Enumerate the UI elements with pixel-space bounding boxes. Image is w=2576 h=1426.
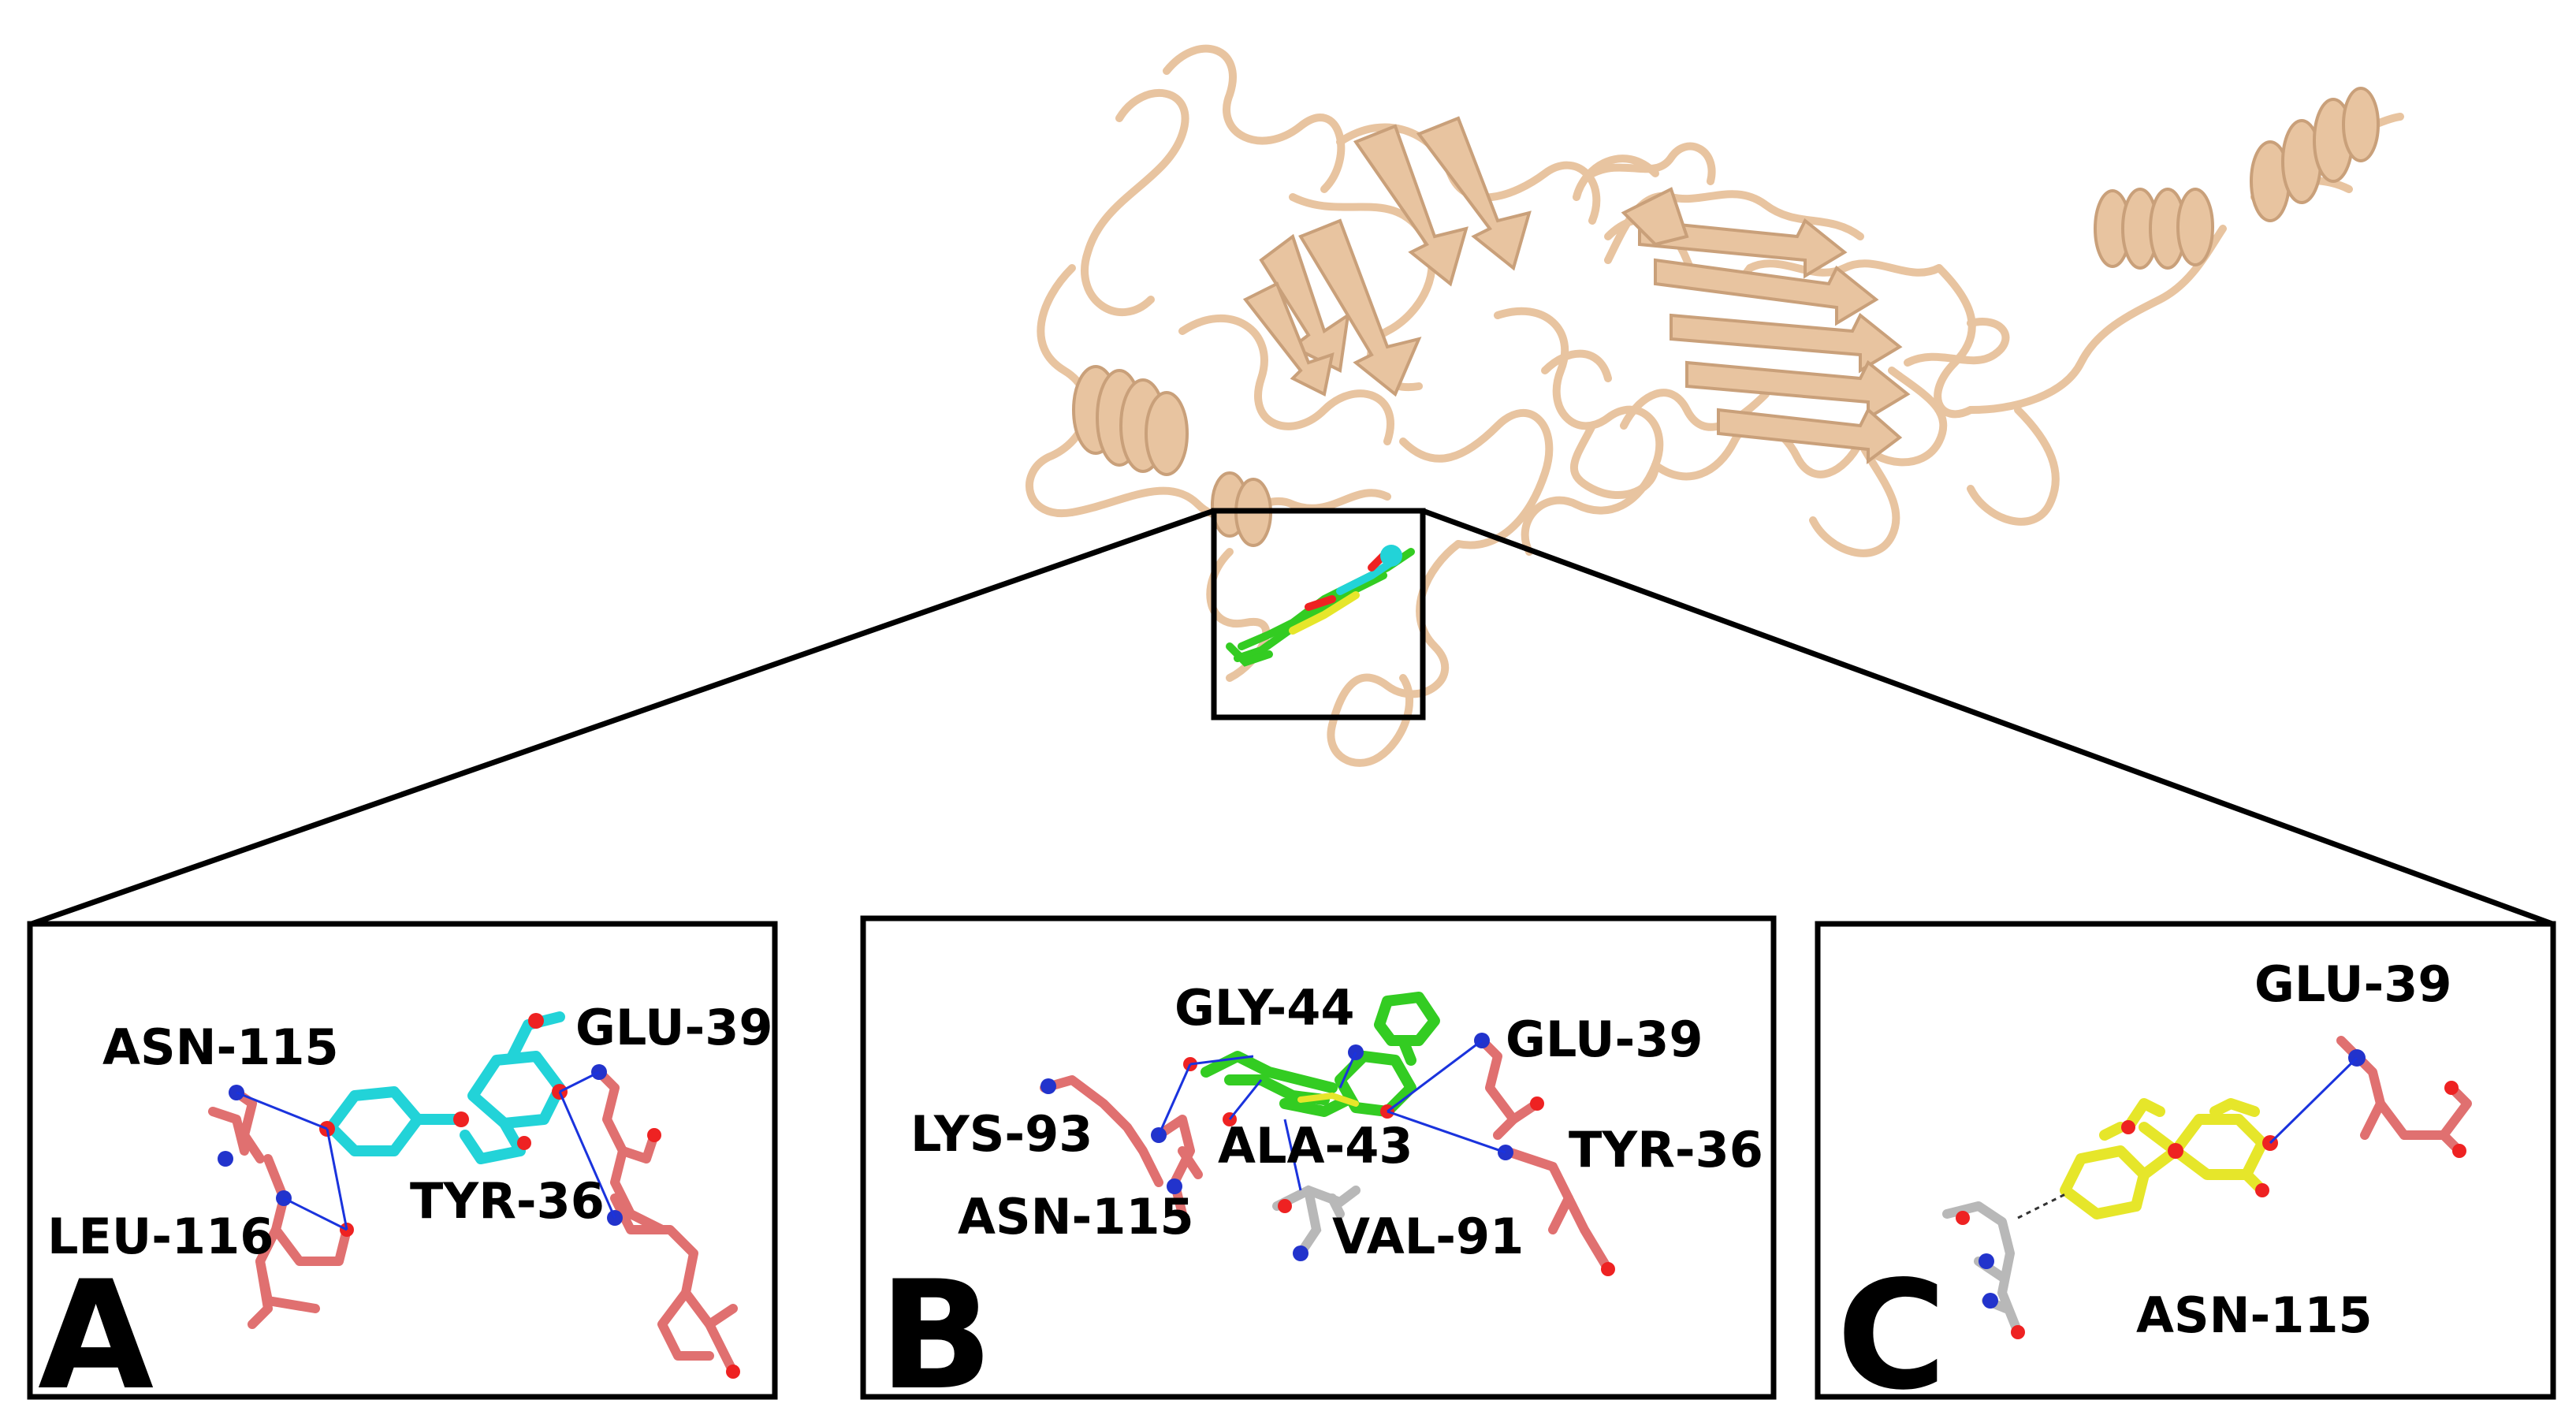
panel-b: GLY-44 GLU-39 LYS-93 ALA-43 TYR-36 ASN-1… — [860, 915, 1777, 1423]
panel-b-residue-label: GLY-44 — [1174, 979, 1355, 1037]
panel-a-residue-label: GLU-39 — [575, 999, 773, 1056]
panel-c-residue-label: GLU-39 — [2254, 955, 2452, 1013]
callout-line-left — [30, 508, 1215, 927]
zoom-region — [30, 508, 2554, 927]
panel-b-ligand-overlay — [1297, 1092, 1359, 1107]
panel-b-residue-label: LYS-93 — [910, 1105, 1093, 1163]
panel-b-letter: B — [879, 1249, 993, 1423]
panel-a-residue-label: ASN-115 — [102, 1018, 339, 1076]
panel-a: ASN-115 GLU-39 LEU-116 TYR-36 A — [27, 921, 778, 1423]
callout-line-right — [1421, 508, 2554, 927]
panel-b-residue-label: GLU-39 — [1506, 1011, 1703, 1068]
pocket-ligand-overlay — [1226, 545, 1415, 667]
panel-a-hbonds — [236, 1070, 616, 1231]
panel-b-residue-label: TYR-36 — [1569, 1121, 1763, 1178]
panel-a-letter: A — [38, 1249, 154, 1423]
panel-c-residue-label: ASN-115 — [2136, 1286, 2373, 1344]
panel-b-residue-label: ALA-43 — [1218, 1117, 1413, 1175]
panel-a-residue-label: LEU-116 — [47, 1208, 274, 1265]
protein-helices — [1072, 87, 2380, 547]
panel-b-hydrophobic-residue — [1272, 1185, 1361, 1258]
panel-b-frame — [860, 915, 1777, 1400]
panel-b-ligand — [1201, 992, 1440, 1117]
panel-c-letter: C — [1837, 1249, 1946, 1423]
panel-c-contacts — [2017, 1056, 2358, 1219]
panel-a-residue-label: TYR-36 — [410, 1172, 605, 1230]
panel-b-residue-label: ASN-115 — [958, 1188, 1194, 1245]
panel-c: GLU-39 ASN-115 C — [1815, 921, 2556, 1423]
protein-beta-strands — [1242, 116, 1911, 464]
panel-b-hbonds — [1157, 1039, 1506, 1191]
panel-b-residue-label: VAL-91 — [1332, 1208, 1524, 1265]
zoom-box — [1211, 508, 1426, 720]
